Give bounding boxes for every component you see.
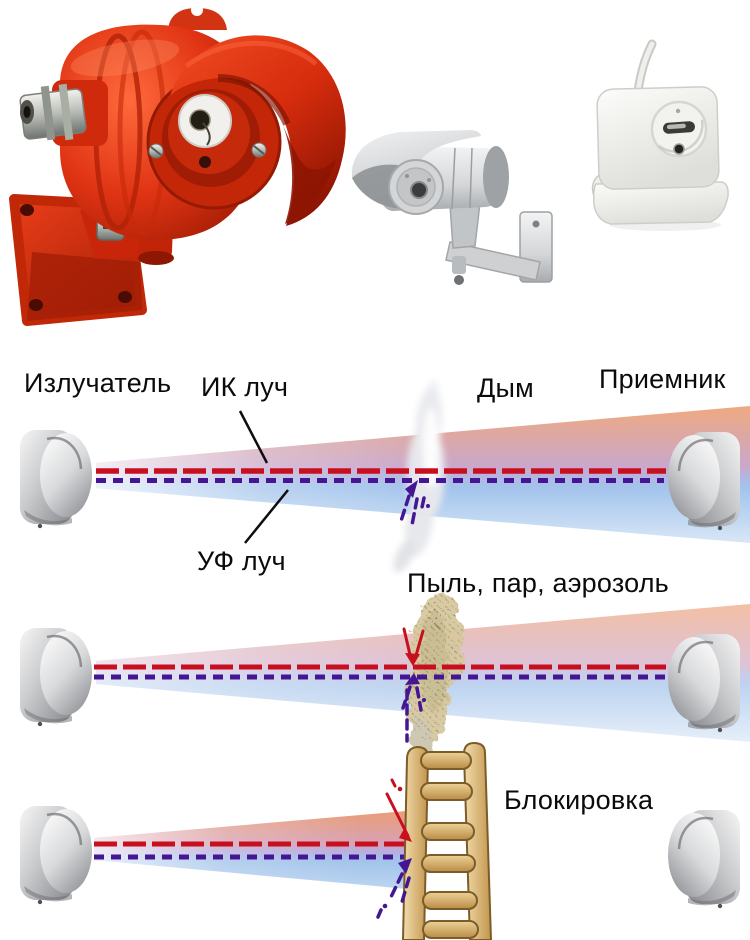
uv-scatter-arrows [401, 673, 426, 743]
emitter-device [18, 804, 94, 906]
emitter-device [18, 626, 94, 728]
emitter-device [18, 428, 94, 530]
mount-arm [445, 241, 541, 281]
uv-scatter-arrows [376, 858, 412, 919]
label-dust: Пыль, пар, аэрозоль [407, 568, 669, 598]
weather-hood [170, 35, 346, 227]
ir-scatter-arrows [385, 778, 412, 842]
ir-label-pointer [238, 410, 269, 464]
label-blocking: Блокировка [504, 785, 654, 815]
scenario-dust [18, 592, 750, 781]
label-receiver: Приемник [599, 364, 726, 394]
uv-scatter-arrows [399, 480, 430, 527]
scenario-smoke [18, 380, 750, 573]
smoke-plume [393, 380, 445, 573]
ladder [402, 742, 492, 940]
label-smoke: Дым [477, 373, 534, 403]
camera-face [388, 159, 444, 215]
uv-label-pointer [244, 489, 289, 544]
product-wall-receiver [591, 39, 729, 231]
receiver-device [666, 808, 742, 910]
ir-scatter-arrows [402, 627, 425, 666]
scenario-blocking [18, 742, 742, 940]
label-emitter: Излучатель [24, 368, 172, 398]
label-uv-beam: УФ луч [197, 546, 286, 576]
cable-gland [19, 80, 108, 146]
label-ir-beam: ИК луч [201, 372, 289, 402]
product-flame-detector [9, 4, 346, 326]
receiver-face [650, 100, 708, 158]
product-beam-camera [351, 130, 553, 285]
sensor-face [146, 74, 282, 210]
